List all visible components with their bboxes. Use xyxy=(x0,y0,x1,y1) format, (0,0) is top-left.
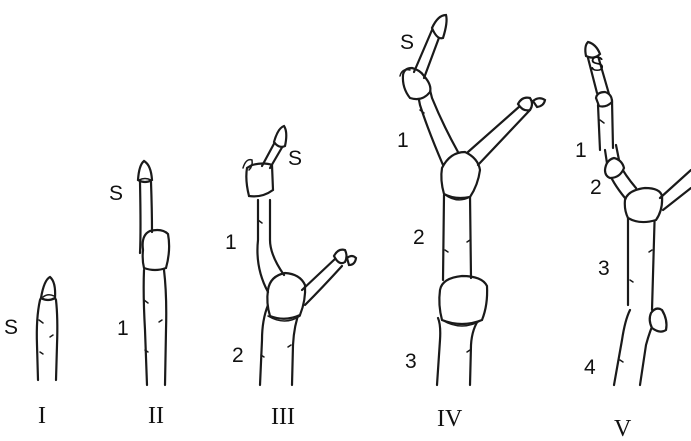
stage-3-lateral-bud xyxy=(334,250,347,264)
stage-1: S I xyxy=(4,277,57,429)
stage-3-numeral: III xyxy=(271,404,295,430)
stage-1-bud-label: S xyxy=(4,316,18,339)
stage-4-middle-node xyxy=(441,152,480,198)
stage-4: S 1 2 3 IV xyxy=(397,15,545,432)
stage-4-seg2-label: 2 xyxy=(413,226,425,249)
stage-5-seg4-label: 4 xyxy=(584,356,596,379)
stage-2-seg1-label: 1 xyxy=(117,317,129,340)
stage-2-node xyxy=(143,230,169,270)
stage-3-bud-label: S xyxy=(288,147,302,170)
stage-2-bud-label: S xyxy=(109,182,123,205)
stage-4-lower-node xyxy=(439,276,487,324)
stage-5-lower-node xyxy=(650,309,667,332)
stage-3: S 1 2 III xyxy=(225,126,356,430)
stage-2: S 1 II xyxy=(109,161,169,429)
stage-3-lower-node xyxy=(267,273,305,319)
stage-4-lateral-bud xyxy=(518,98,532,111)
stage-5: S 1 2 3 4 V xyxy=(575,42,691,441)
stage-5-numeral: V xyxy=(614,416,632,441)
stage-3-shoot-tip xyxy=(274,126,286,147)
stage-5-middle-node xyxy=(625,188,662,222)
stage-4-shoot xyxy=(400,15,545,385)
stage-5-seg3-label: 3 xyxy=(598,257,610,280)
stage-2-numeral: II xyxy=(148,403,164,429)
stage-4-seg3-label: 3 xyxy=(405,350,417,373)
stage-4-numeral: IV xyxy=(437,406,463,432)
stage-5-shoot xyxy=(585,42,691,385)
stage-3-seg2-label: 2 xyxy=(232,344,244,367)
stage-4-shoot-tip xyxy=(432,15,447,38)
stage-4-seg1-label: 1 xyxy=(397,129,409,152)
stage-3-seg1-label: 1 xyxy=(225,231,237,254)
stage-5-seg2-label: 2 xyxy=(590,176,602,199)
stage-5-seg1-label: 1 xyxy=(575,139,587,162)
stage-1-shoot xyxy=(37,277,58,380)
stage-5-node-2 xyxy=(605,158,624,178)
stage-5-bud-label: S xyxy=(590,53,604,76)
stage-2-shoot xyxy=(138,161,169,385)
stage-1-numeral: I xyxy=(38,403,46,429)
stage-4-bud-label: S xyxy=(400,31,414,54)
